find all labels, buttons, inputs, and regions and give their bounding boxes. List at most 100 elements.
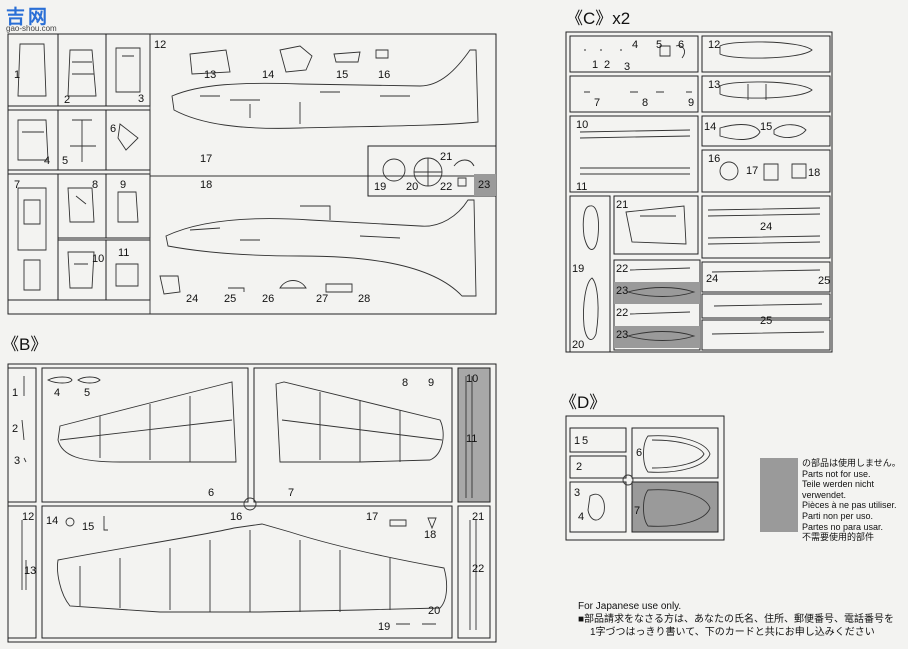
sprue-d-label: 《D》	[560, 393, 607, 412]
parts-c-label-6: 6	[678, 39, 684, 51]
parts-a-label-4: 4	[44, 155, 50, 167]
parts-a-label-28: 28	[358, 293, 370, 305]
parts-b-label-8: 8	[402, 377, 408, 389]
parts-a-label-22: 22	[440, 181, 452, 193]
watermark: 吉网 gao-shou.com	[4, 2, 68, 36]
parts-a-label-18: 18	[200, 179, 212, 191]
parts-b-label-21: 21	[472, 511, 484, 523]
parts-b-label-4: 4	[54, 387, 60, 399]
not-for-use-shading	[457, 367, 491, 503]
japanese-note-line-2: 1字づつはっきり書いて、下のカードと共にお申し込みください	[590, 627, 875, 638]
parts-b-label-12: 12	[22, 511, 34, 523]
parts-d-label-1: 1	[574, 435, 580, 447]
parts-a-label-7: 7	[14, 179, 20, 191]
sprue-c	[565, 31, 833, 353]
parts-a-label-16: 16	[378, 69, 390, 81]
parts-a-label-19: 19	[374, 181, 386, 193]
parts-c-label-13: 13	[708, 79, 720, 91]
parts-b-label-15: 15	[82, 521, 94, 533]
parts-a-label-23: 23	[478, 179, 490, 191]
parts-c-label-2: 2	[604, 59, 610, 71]
watermark-logo: 吉网	[6, 6, 51, 28]
parts-a-label-21: 21	[440, 151, 452, 163]
parts-a-label-11: 11	[118, 247, 129, 259]
parts-b-label-11: 11	[466, 433, 477, 445]
parts-a-label-27: 27	[316, 293, 328, 305]
parts-b-label-13: 13	[24, 565, 36, 577]
not-for-use-shading	[474, 174, 496, 196]
parts-b-label-1: 1	[12, 387, 18, 399]
parts-b-label-7: 7	[288, 487, 294, 499]
parts-a-label-24: 24	[186, 293, 198, 305]
sprue-c-label: 《C》x2	[566, 4, 630, 29]
parts-d-label-7: 7	[634, 505, 640, 517]
parts-c-label-25-repeat: 25	[760, 315, 772, 327]
parts-b-label-18: 18	[424, 529, 436, 541]
not-for-use-shading	[631, 481, 719, 533]
parts-b-label-20: 20	[428, 605, 440, 617]
parts-c-label-4: 4	[632, 39, 638, 51]
parts-a-label-2: 2	[64, 94, 70, 106]
parts-c-label-21: 21	[616, 199, 628, 211]
japanese-note-heading: For Japanese use only.	[578, 601, 682, 612]
legend-line-it: Parti non per uso.	[802, 510, 874, 521]
parts-a-label-13: 13	[204, 69, 216, 81]
parts-b-label-6: 6	[208, 487, 214, 499]
parts-a-label-5: 5	[62, 155, 68, 167]
parts-c-label-7: 7	[594, 97, 600, 109]
parts-b-label-5: 5	[84, 387, 90, 399]
parts-c-label-23-repeat: 23	[616, 329, 628, 341]
parts-c-label-25: 25	[818, 275, 830, 287]
parts-c-label-9: 9	[688, 97, 694, 109]
parts-c-label-17: 17	[746, 165, 758, 177]
parts-a-label-9: 9	[120, 179, 126, 191]
parts-c-label-1: 1	[592, 59, 598, 71]
parts-c-label-19: 19	[572, 263, 584, 275]
parts-b-label-3: 3	[14, 455, 20, 467]
sprue-b	[7, 363, 497, 643]
not-for-use-shading	[614, 282, 700, 304]
sprue-a	[7, 33, 497, 315]
parts-b-label-9: 9	[428, 377, 434, 389]
parts-c-label-3: 3	[624, 61, 630, 73]
parts-d-label-4: 4	[578, 511, 584, 523]
parts-a-label-1: 1	[14, 69, 20, 81]
parts-c-label-10: 10	[576, 119, 588, 131]
parts-b-label-14: 14	[46, 515, 58, 527]
parts-c-label-15: 15	[760, 121, 772, 133]
parts-d-label-3: 3	[574, 487, 580, 499]
sprue-b-label: 《B》	[2, 335, 48, 354]
parts-c-label-14: 14	[704, 121, 716, 133]
parts-a-label-10: 10	[92, 253, 104, 265]
legend-line-es: Partes no para usar.	[802, 521, 884, 532]
parts-d-label-5: 5	[582, 435, 588, 447]
parts-c-label-8: 8	[642, 97, 648, 109]
parts-c-label-20: 20	[572, 339, 584, 351]
parts-a-label-6: 6	[110, 123, 116, 135]
parts-a-label-14: 14	[262, 69, 274, 81]
parts-d-label-6: 6	[636, 447, 642, 459]
legend-line-fr: Pièces à ne pas utiliser.	[802, 500, 897, 511]
parts-a-label-17: 17	[200, 153, 212, 165]
parts-a-label-8: 8	[92, 179, 98, 191]
parts-a-label-15: 15	[336, 69, 348, 81]
parts-c-label-22-repeat: 22	[616, 307, 628, 319]
legend-line-ja: の部品は使用しません。	[802, 458, 901, 468]
legend: の部品は使用しません。 Parts not for use. Teile wer…	[802, 458, 906, 543]
parts-a-label-25: 25	[224, 293, 236, 305]
parts-b-label-2: 2	[12, 423, 18, 435]
legend-line-en: Parts not for use.	[802, 468, 871, 479]
legend-line-de: Teile werden nicht verwendet.	[802, 479, 875, 500]
parts-c-label-5: 5	[656, 39, 662, 51]
sprue-c-letter: 《C》	[566, 9, 613, 28]
not-for-use-shading	[614, 326, 700, 348]
parts-b-label-22: 22	[472, 563, 484, 575]
japanese-note-line-1: ■部品請求をなさる方は、あなたの氏名、住所、郵便番号、電話番号を	[578, 614, 895, 625]
parts-a-label-3: 3	[138, 93, 144, 105]
japanese-note: For Japanese use only. ■部品請求をなさる方は、あなたの氏…	[578, 600, 906, 639]
parts-b-label-19: 19	[378, 621, 390, 633]
parts-b-label-17: 17	[366, 511, 378, 523]
legend-line-zh: 不需要使用的部件	[802, 532, 875, 543]
